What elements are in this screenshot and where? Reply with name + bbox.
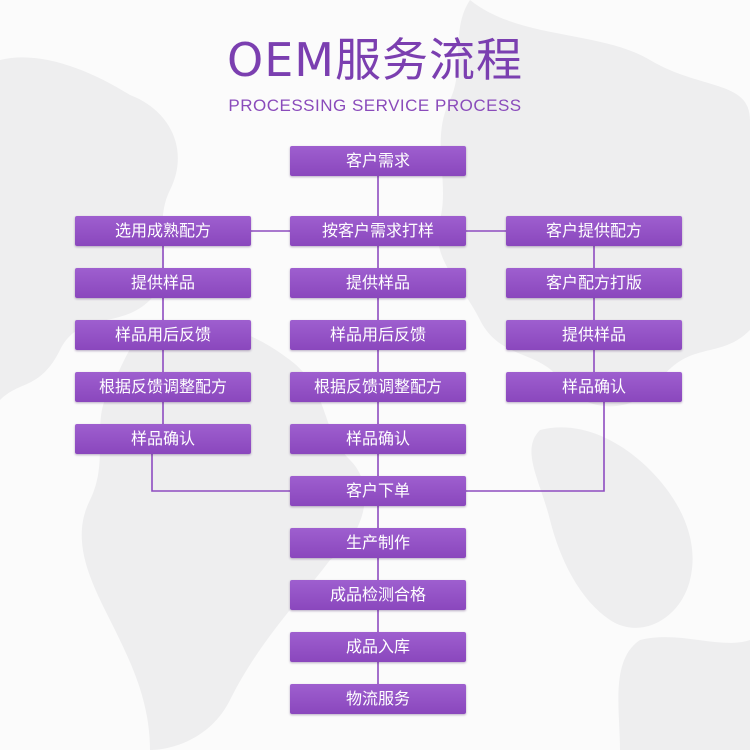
flow-left-step-3: 样品用后反馈: [75, 320, 251, 350]
flow-right-step-4: 样品确认: [506, 372, 682, 402]
page-title: OEM服务流程: [227, 33, 523, 87]
flow-middle-step-1: 按客户需求打样: [290, 216, 466, 246]
flow-left-step-1: 选用成熟配方: [75, 216, 251, 246]
flow-bottom-step-1: 客户下单: [290, 476, 466, 506]
flow-middle-step-2: 提供样品: [290, 268, 466, 298]
flow-bottom-step-2: 生产制作: [290, 528, 466, 558]
flow-right-step-3: 提供样品: [506, 320, 682, 350]
flow-middle-step-5: 样品确认: [290, 424, 466, 454]
flow-left-step-2: 提供样品: [75, 268, 251, 298]
flow-bottom-step-5: 物流服务: [290, 684, 466, 714]
flow-bottom-step-3: 成品检测合格: [290, 580, 466, 610]
flow-step-customer-demand: 客户需求: [290, 146, 466, 176]
flow-right-step-2: 客户配方打版: [506, 268, 682, 298]
page-subtitle: PROCESSING SERVICE PROCESS: [228, 96, 522, 115]
flow-middle-step-4: 根据反馈调整配方: [290, 372, 466, 402]
flow-bottom-step-4: 成品入库: [290, 632, 466, 662]
flow-left-step-5: 样品确认: [75, 424, 251, 454]
flow-right-step-1: 客户提供配方: [506, 216, 682, 246]
flow-left-step-4: 根据反馈调整配方: [75, 372, 251, 402]
flow-middle-step-3: 样品用后反馈: [290, 320, 466, 350]
